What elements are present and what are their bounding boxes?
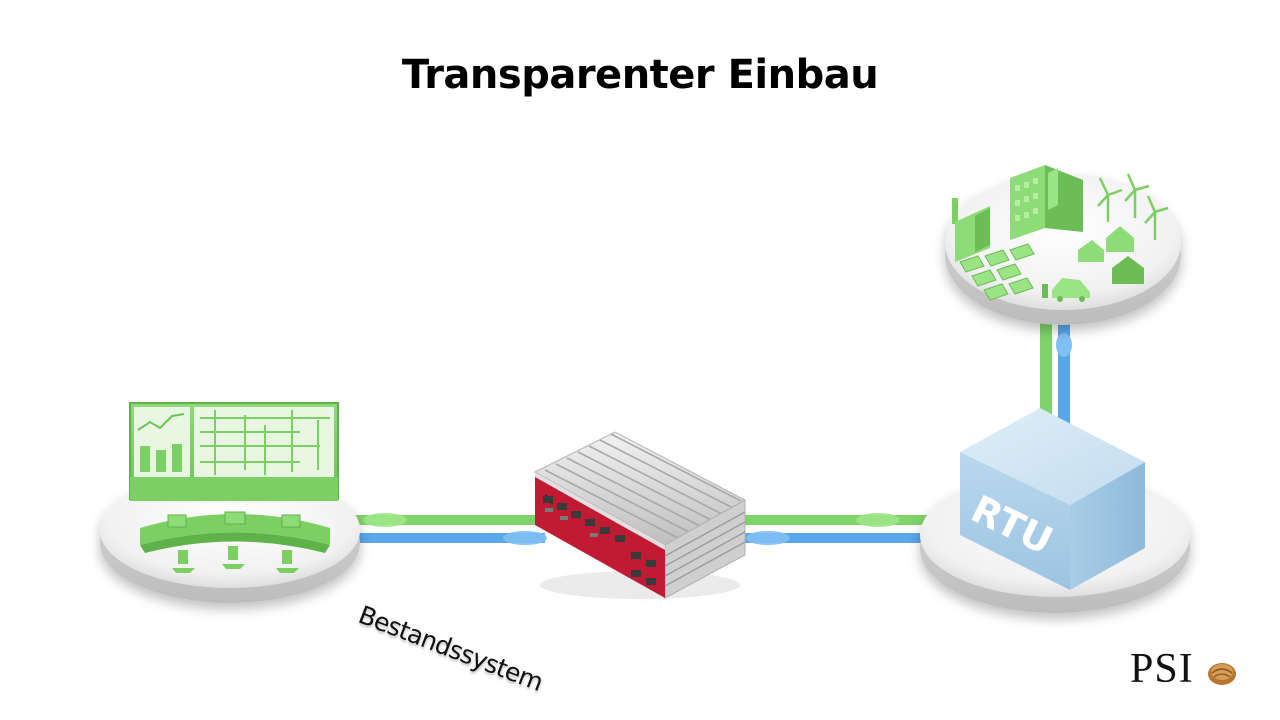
walnut-icon	[1208, 663, 1236, 685]
link-right	[745, 513, 930, 545]
rtu-box-icon: RTU	[960, 408, 1145, 590]
logo-text: PSI	[1130, 646, 1194, 692]
link-vertical	[1040, 305, 1072, 425]
grid-assets-icon	[952, 165, 1169, 302]
slide-title: Transparenter Einbau	[401, 52, 879, 98]
control-room-icon	[129, 402, 339, 573]
link-left	[330, 513, 547, 545]
gateway-device-icon	[533, 431, 747, 599]
